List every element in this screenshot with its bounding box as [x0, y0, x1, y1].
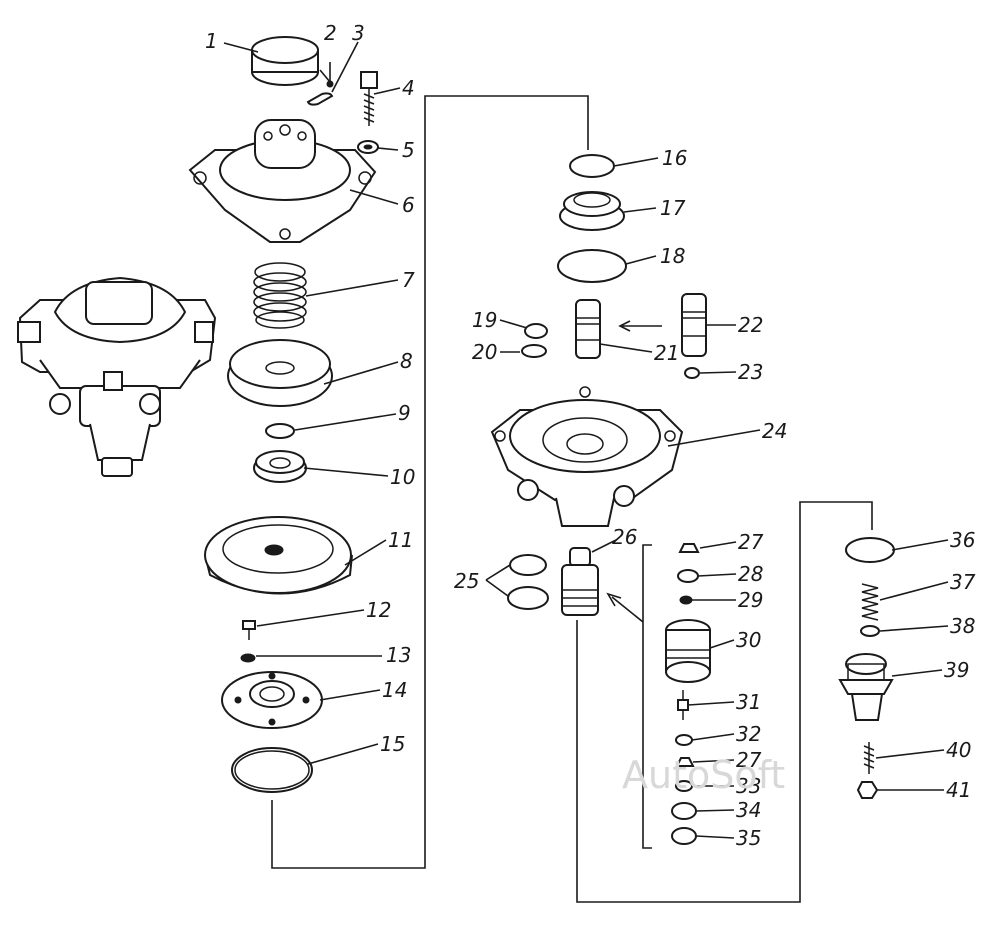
group-bracket-lower-left	[271, 95, 589, 869]
part-6-cover	[188, 119, 377, 243]
callout-7: 7	[402, 268, 415, 292]
callout-31: 31	[736, 690, 761, 714]
part-28-washer	[677, 569, 699, 583]
assembled-valve	[17, 276, 217, 477]
part-2-pin	[326, 62, 334, 88]
part-5-washer	[357, 140, 379, 154]
callout-38: 38	[950, 614, 975, 638]
callout-5: 5	[402, 138, 415, 162]
callout-8: 8	[400, 349, 413, 373]
part-11-piston	[204, 516, 353, 595]
part-20-ring	[521, 344, 547, 358]
callout-27: 27	[738, 530, 764, 554]
callout-23: 23	[738, 360, 763, 384]
part-31-stem	[677, 690, 689, 720]
callout-25: 25	[454, 569, 479, 593]
part-37-spring	[861, 583, 879, 621]
part-38-washer	[860, 625, 880, 637]
group-bracket-lower-right	[576, 501, 873, 903]
callout-17: 17	[660, 196, 686, 220]
callout-33: 33	[736, 774, 761, 798]
part-35-ring	[671, 827, 697, 845]
part-1-cap	[251, 36, 319, 86]
callout-41: 41	[946, 778, 971, 802]
part-7-spring	[253, 262, 307, 329]
part-14-flange	[221, 671, 323, 729]
part-8-plate	[227, 339, 333, 407]
callout-6: 6	[402, 193, 415, 217]
callout-20: 20	[472, 340, 497, 364]
callout-numbers: 1 2 3 4 5 6 7 8 9 10 11 12 13 14 15 16 1…	[205, 21, 976, 850]
callout-16: 16	[662, 146, 687, 170]
part-21-plunger	[575, 299, 601, 359]
part-18-o-ring	[557, 249, 627, 283]
part-9-ring	[265, 423, 295, 439]
callout-18: 18	[660, 244, 685, 268]
callout-24: 24	[762, 419, 787, 443]
part-13-nut	[240, 653, 256, 663]
callout-12: 12	[366, 598, 391, 622]
callout-9: 9	[398, 401, 411, 425]
part-24-housing	[490, 386, 684, 527]
callout-15: 15	[380, 732, 405, 756]
part-15-o-ring	[231, 747, 313, 793]
part-4-bolt	[360, 71, 378, 126]
callout-11: 11	[388, 528, 413, 552]
part-29-nut	[679, 595, 693, 605]
part-10-seal	[253, 450, 307, 483]
part-26-valve-body	[561, 547, 599, 616]
callout-34: 34	[736, 798, 761, 822]
callout-13: 13	[386, 643, 411, 667]
callout-19: 19	[472, 308, 497, 332]
part-25-rings	[507, 554, 549, 610]
part-34-disc	[671, 802, 697, 820]
watermark: AutoSoft	[622, 753, 785, 797]
part-27-cap-lower	[675, 757, 695, 767]
part-30-valve	[665, 619, 711, 683]
part-3-clip	[306, 92, 334, 106]
part-41-nut	[856, 781, 879, 799]
part-40-screw	[863, 742, 875, 774]
part-36-o-ring	[845, 537, 895, 563]
callout-32: 32	[736, 722, 761, 746]
callout-37: 37	[950, 570, 976, 594]
callout-35: 35	[736, 826, 761, 850]
callout-36: 36	[950, 528, 975, 552]
callout-28: 28	[738, 562, 763, 586]
part-32-ring	[675, 734, 693, 746]
part-19-ring	[524, 323, 548, 339]
callout-21: 21	[654, 341, 679, 365]
callout-27-lower: 27	[736, 748, 762, 772]
callout-14: 14	[382, 678, 407, 702]
callout-10: 10	[390, 465, 415, 489]
part-27-cap	[678, 543, 700, 553]
part-22-plunger	[681, 293, 707, 357]
leader-lines	[223, 41, 949, 839]
part-17-seat	[559, 191, 625, 231]
part-16-ring	[569, 154, 615, 178]
group-bracket-valve	[642, 544, 652, 849]
callout-1: 1	[205, 29, 218, 53]
assembly-arrow-26	[606, 592, 644, 623]
callout-29: 29	[738, 588, 763, 612]
callout-3: 3	[352, 21, 365, 45]
part-23-ball	[684, 367, 700, 379]
callout-26: 26	[612, 525, 637, 549]
part-12-screw	[242, 620, 256, 640]
part-39-plug	[838, 653, 894, 721]
callout-40: 40	[946, 738, 971, 762]
callout-30: 30	[736, 628, 761, 652]
assembly-arrow-21	[618, 320, 662, 332]
callout-22: 22	[738, 313, 763, 337]
callout-4: 4	[402, 76, 415, 100]
callout-2: 2	[324, 21, 337, 45]
callout-39: 39	[944, 658, 969, 682]
